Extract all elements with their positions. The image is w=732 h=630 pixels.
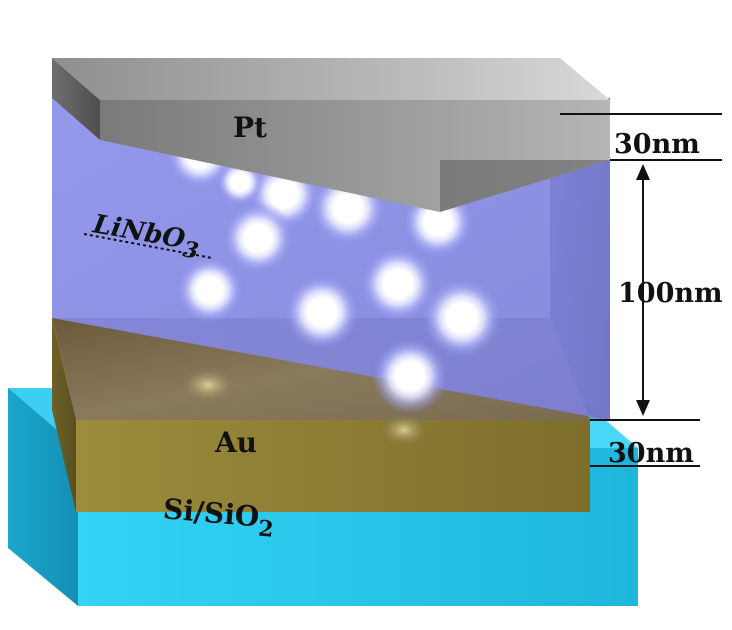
au-reflection-spot — [180, 367, 236, 403]
linbo3-label-subscript: 3 — [181, 236, 201, 264]
linbo3-dim-arrow-head-top — [636, 164, 650, 180]
au-left-face — [52, 318, 76, 512]
pt-label: Pt — [233, 111, 267, 144]
au-front-face — [76, 420, 590, 512]
dimension-annotations — [560, 113, 722, 467]
linbo3-label-underline — [83, 233, 213, 259]
au-reflection-spot — [380, 414, 428, 446]
pt-underside-shadow — [440, 160, 610, 212]
pt-front-face — [52, 58, 100, 140]
vacancy-glow-sphere — [360, 246, 436, 322]
linbo3-right-face — [550, 98, 610, 420]
linbo3-dim-arrow-head-bottom — [636, 400, 650, 416]
substrate-label-subscript: 2 — [257, 516, 275, 543]
au-layer — [52, 318, 590, 512]
pt-top-face — [52, 58, 610, 100]
linbo3-thickness-label: 100nm — [618, 278, 723, 309]
pt-thickness-label: 30nm — [614, 129, 700, 160]
vacancy-glow-sphere — [222, 202, 294, 274]
au-thickness-label: 30nm — [608, 438, 694, 469]
vacancy-glow-sphere — [422, 278, 502, 358]
pt-layer — [52, 58, 610, 212]
vacancy-glow-sphere — [372, 338, 448, 414]
vacancy-glow-sphere — [176, 256, 244, 324]
vacancy-glow-sphere — [284, 274, 360, 350]
au-label: Au — [214, 426, 257, 459]
